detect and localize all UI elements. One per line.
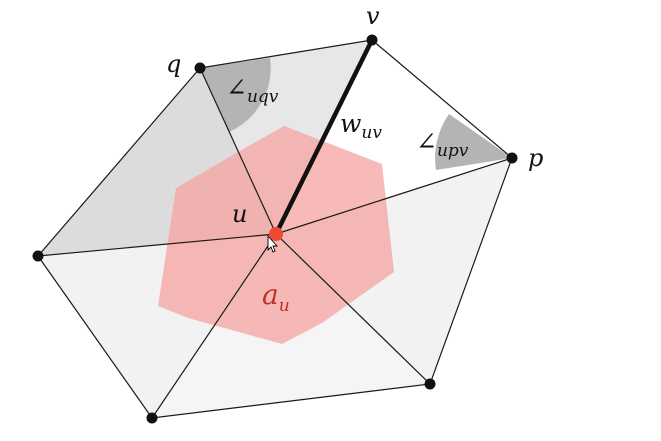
vertex-bottom	[146, 412, 158, 424]
vertex-v	[366, 34, 378, 46]
angle-upv-label: ∠upv	[416, 127, 469, 161]
vertex-q-label: q	[166, 50, 181, 78]
angle-upv-symbol: ∠	[416, 127, 437, 156]
area-label: au	[262, 278, 290, 316]
angle-uqv-subscript: uqv	[247, 87, 279, 107]
triangle-u-right-p	[276, 158, 512, 384]
vertex-q	[194, 62, 206, 74]
mouse-cursor-icon	[267, 234, 279, 253]
vertex-u-label: u	[232, 200, 247, 228]
vertex-bottom-right	[424, 378, 436, 390]
angle-upv-subscript: upv	[437, 141, 469, 161]
edge-u-v-highlighted	[273, 37, 375, 237]
vertex-left	[32, 250, 44, 262]
edge-u-bottom-right	[275, 233, 431, 385]
edge-weight-symbol: w	[340, 109, 361, 138]
vertex-v-label: v	[366, 2, 380, 30]
angle-uqv-label: ∠uqv	[226, 73, 279, 107]
edge-u-p	[275, 157, 513, 235]
vertex-p-label: p	[528, 144, 543, 172]
edge-u-q	[199, 67, 277, 235]
edge-u-left	[37, 233, 277, 257]
area-subscript: u	[279, 296, 290, 316]
angle-uqv-wedge	[200, 58, 271, 132]
vertex-u-center	[269, 227, 283, 241]
vertex-p	[506, 152, 518, 164]
angle-upv-wedge	[435, 114, 512, 170]
edge-u-bottom	[151, 233, 277, 419]
mesh-vertices	[32, 34, 518, 424]
edge-weight-label: wuv	[340, 109, 382, 143]
angle-uqv-symbol: ∠	[226, 73, 247, 102]
area-symbol: a	[262, 278, 279, 311]
edge-weight-subscript: uv	[361, 123, 382, 143]
